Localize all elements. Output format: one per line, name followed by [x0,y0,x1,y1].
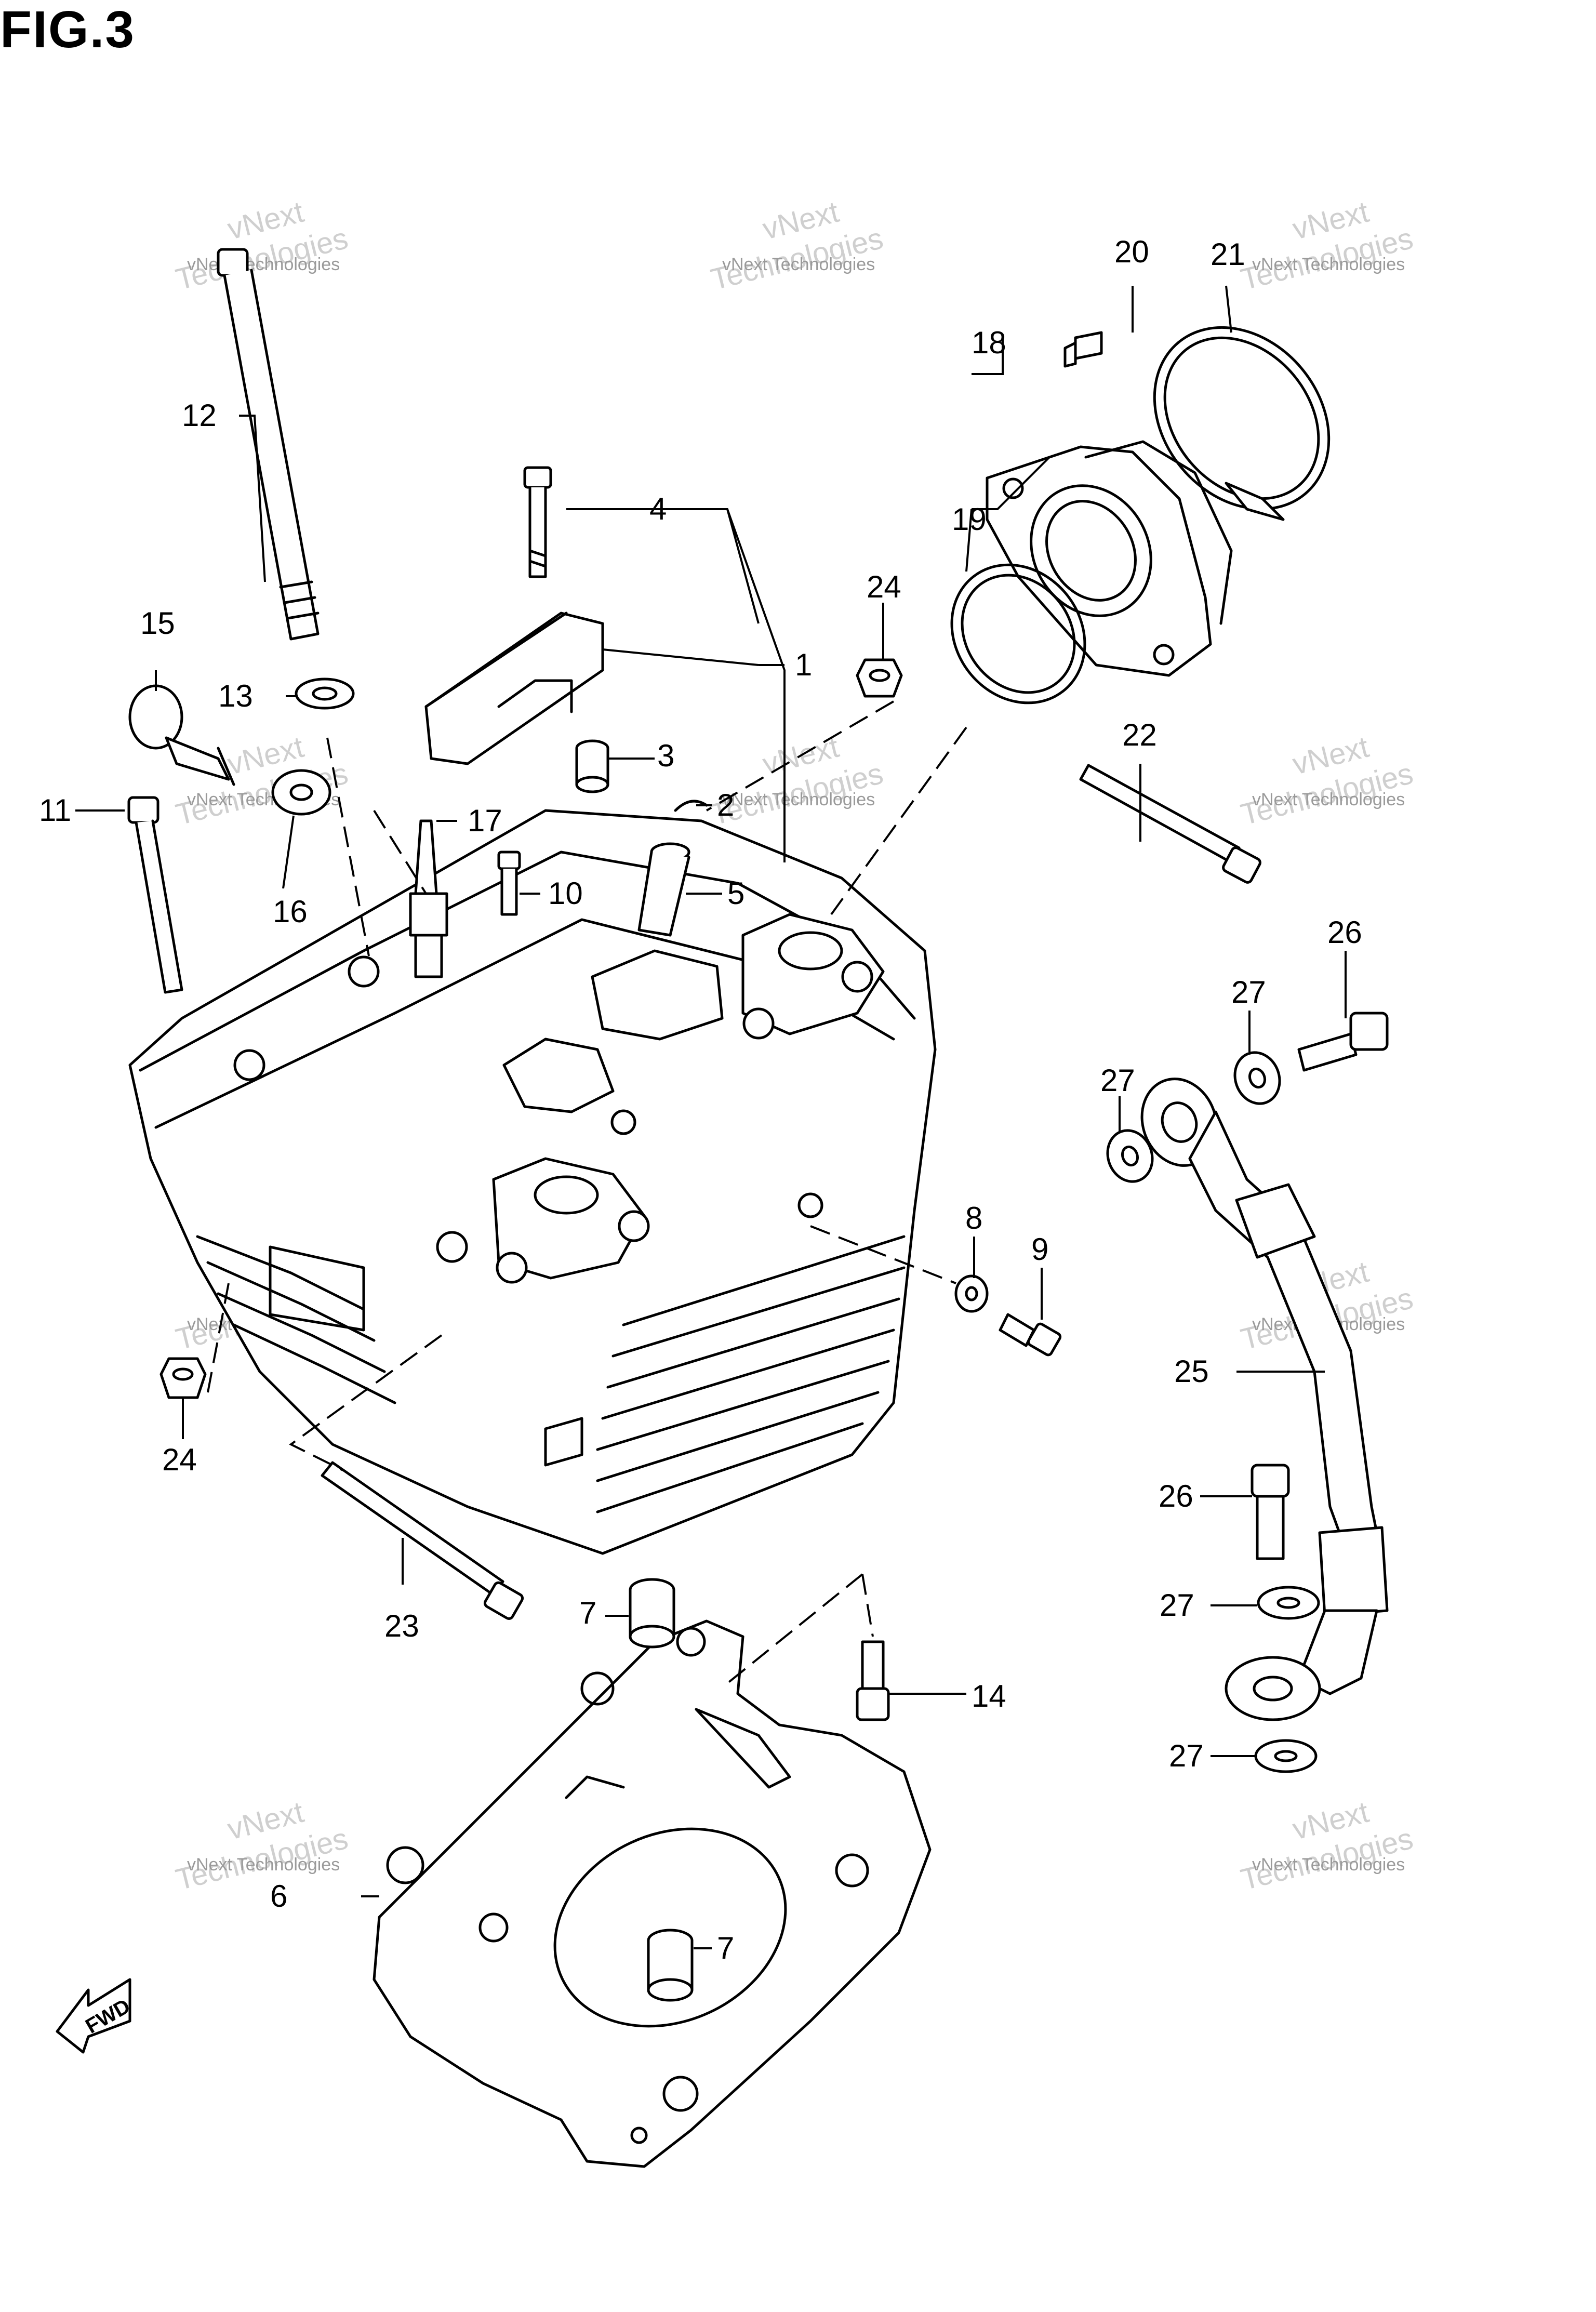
watermark-text: vNext Technologies [1252,255,1405,274]
figure-title: FIG.3 [0,1,136,59]
callout-23: 23 [384,1609,419,1643]
callout-6: 6 [270,1879,287,1914]
watermark-text: vNext Technologies [1252,1855,1405,1875]
callouts: 1 2 3 4 5 6 7 7 8 9 10 11 12 13 14 15 16… [39,234,1362,1965]
callout-9: 9 [1031,1232,1048,1267]
part-5-guide [637,842,690,937]
callout-27: 27 [1169,1738,1204,1773]
callout-14: 14 [972,1679,1006,1713]
callout-21: 21 [1211,237,1245,272]
part-7-dowel [629,1578,675,1649]
callout-7: 7 [579,1596,596,1630]
callout-18: 18 [972,325,1006,360]
leader-lines [75,285,1347,1949]
watermark-text: vNext Technologies [187,255,340,274]
cylinder-head [128,809,937,1555]
part-2-clip [674,800,708,812]
part-3-dowel [575,739,609,793]
callout-17: 17 [468,803,502,838]
callout-3: 3 [657,738,674,773]
part-19-o-ring [950,563,1086,705]
callout-5: 5 [727,876,744,911]
callout-10: 10 [548,876,583,911]
callout-27: 27 [1160,1588,1194,1623]
part-25-oil-hose [1140,1078,1389,1721]
part-18-intake-pipe [986,440,1233,677]
callout-26: 26 [1159,1479,1193,1513]
callout-25: 25 [1174,1354,1209,1389]
watermark-text: vNext Technologies [1252,790,1405,809]
alignment-lines [207,700,967,1684]
watermark-text: vNext Technologies [187,1855,340,1875]
callout-26: 26 [1327,915,1362,950]
callout-1: 1 [795,647,812,682]
part-27-washer [1106,1129,1154,1183]
part-8-washer [954,1274,989,1313]
callout-12: 12 [182,398,217,433]
part-17-spark-plug [409,819,448,978]
part-23-bolt [321,1461,524,1620]
part-1-cap [424,612,604,765]
callout-11: 11 [39,793,71,828]
callout-19: 19 [952,502,987,537]
part-27-washer [1254,1739,1318,1773]
callout-16: 16 [273,894,308,929]
callout-20: 20 [1114,234,1149,269]
part-20-screw [1063,331,1103,368]
callout-4: 4 [649,491,667,526]
watermark-text: vNext Technologies [722,790,875,809]
part-26-banjo-bolt [1297,1012,1389,1072]
forward-arrow-icon: FWD [56,1978,134,2054]
callout-24: 24 [162,1442,197,1477]
part-12-stud [217,248,320,641]
part-4-bolt [523,466,552,578]
part-27-washer [1257,1586,1320,1620]
callout-27: 27 [1100,1063,1135,1098]
callout-8: 8 [965,1201,982,1235]
part-9-bolt [999,1313,1062,1357]
part-7-dowel [647,1929,694,2002]
part-27-washer [1233,1051,1281,1105]
part-13-washer [295,677,355,710]
part-22-bolt [1079,764,1261,884]
callout-24: 24 [867,569,901,604]
part-16-washer [271,769,331,816]
callout-7: 7 [717,1931,734,1965]
callout-15: 15 [140,606,175,641]
part-6-gasket [373,1619,932,2168]
part-26-banjo-bolt [1251,1464,1290,1560]
callout-13: 13 [218,679,253,713]
part-24-nut [856,658,903,698]
part-14-bolt [856,1640,890,1721]
part-11-bolt [127,796,183,994]
callout-2: 2 [717,788,734,822]
callout-22: 22 [1122,717,1157,752]
part-21-clamp [1153,326,1331,521]
watermark-text: vNext Technologies [722,255,875,274]
part-24-nut [159,1357,207,1399]
callout-27: 27 [1231,975,1266,1009]
part-10-bolt [497,851,521,916]
